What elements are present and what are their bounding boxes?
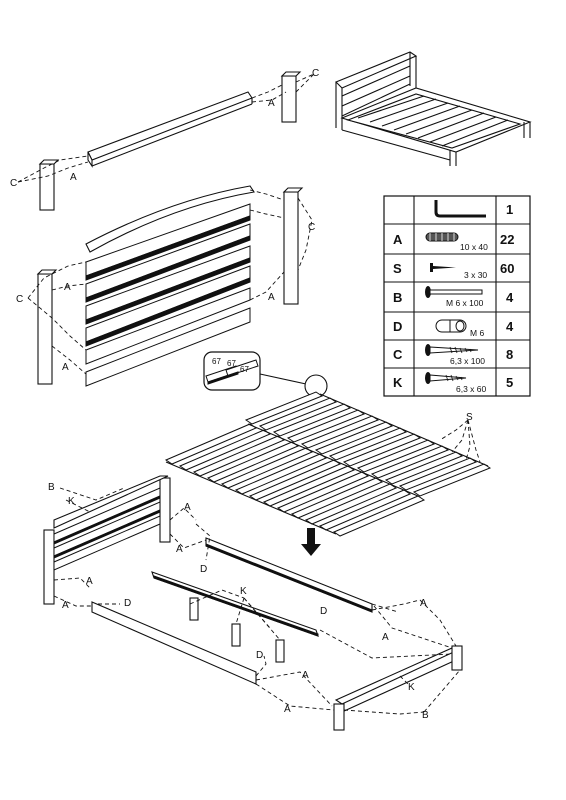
size-long-screw: 6,3 x 100 <box>450 356 485 366</box>
size-bolt: M 6 x 100 <box>446 298 484 308</box>
finished-bed-thumbnail <box>335 51 532 166</box>
frame-foot-post-right <box>451 645 463 671</box>
label-a: A <box>70 172 77 183</box>
medium-screw-icon <box>425 372 467 384</box>
letter-c: C <box>393 347 403 362</box>
frame-foot-post-left <box>333 703 345 731</box>
foot-rail <box>87 91 253 161</box>
step-footboard: C A A C <box>10 68 319 211</box>
spacing-detail-inset: 67 67 67 <box>203 351 328 398</box>
label-k: K <box>408 682 415 693</box>
label-a: A <box>268 292 275 303</box>
letter-b: B <box>393 290 402 305</box>
letter-s: S <box>393 261 402 276</box>
head-top-rail <box>85 185 255 253</box>
slats-right-half <box>244 391 492 497</box>
label-a: A <box>268 98 275 109</box>
small-screw-icon <box>430 263 456 272</box>
label-a: A <box>86 576 93 587</box>
detail-dim-3: 67 <box>240 365 249 374</box>
parts-table: 1 A 10 x 40 22 S 3 x 30 60 B M 6 x 100 4 <box>383 195 531 397</box>
label-a: A <box>64 282 71 293</box>
head-post-left <box>37 273 53 385</box>
qty-bolt: 4 <box>506 290 514 305</box>
qty-dowel: 22 <box>500 232 514 247</box>
thumb-slats <box>357 95 509 147</box>
label-k: K <box>68 496 75 507</box>
slats-left-half <box>164 423 426 537</box>
size-small-screw: 3 x 30 <box>464 270 487 280</box>
frame-support-leg <box>189 597 199 621</box>
label-a: A <box>176 544 183 555</box>
label-b: B <box>422 710 429 721</box>
allen-key-icon <box>434 200 486 218</box>
label-c: C <box>308 222 315 233</box>
frame-head-post-left <box>43 529 55 605</box>
foot-post-left <box>39 163 55 211</box>
qty-small-screw: 60 <box>500 261 514 276</box>
head-slats <box>85 203 251 387</box>
qty-allen-key: 1 <box>506 202 513 217</box>
label-c: C <box>16 294 23 305</box>
slatted-base: S <box>164 391 492 537</box>
label-d: D <box>200 564 207 575</box>
detail-dim-2: 67 <box>227 359 236 368</box>
frame-support-leg <box>231 623 241 647</box>
label-a: A <box>302 670 309 681</box>
label-a: A <box>420 598 427 609</box>
dowel-icon <box>425 232 459 242</box>
label-a: A <box>62 600 69 611</box>
label-a: A <box>62 362 69 373</box>
step-headboard: C A A C A <box>16 185 315 387</box>
barrel-nut-icon <box>435 319 467 333</box>
size-barrel-nut: M 6 <box>470 328 484 338</box>
label-d: D <box>256 650 263 661</box>
long-screw-icon <box>425 344 479 356</box>
qty-barrel-nut: 4 <box>506 319 514 334</box>
label-d: D <box>320 606 327 617</box>
bolt-icon <box>425 286 483 298</box>
frame-head-post-right <box>159 477 171 543</box>
size-medium-screw: 6,3 x 60 <box>456 384 487 394</box>
size-dowel: 10 x 40 <box>460 242 488 252</box>
detail-dim-1: 67 <box>212 357 221 366</box>
label-d: D <box>124 598 131 609</box>
arrow-down-icon <box>301 528 321 556</box>
label-c: C <box>10 178 17 189</box>
frame-side-rail-left <box>91 601 257 685</box>
label-s: S <box>466 412 473 423</box>
letter-k: K <box>393 375 403 390</box>
label-c: C <box>312 68 319 79</box>
qty-long-screw: 8 <box>506 347 513 362</box>
label-k: K <box>240 586 247 597</box>
qty-medium-screw: 5 <box>506 375 513 390</box>
label-a: A <box>382 632 389 643</box>
frame-support-leg <box>275 639 285 663</box>
head-post-right <box>283 191 299 305</box>
letter-a: A <box>393 232 403 247</box>
label-a: A <box>284 704 291 715</box>
foot-post-right <box>281 75 297 123</box>
label-a: A <box>184 502 191 513</box>
label-b: B <box>48 482 55 493</box>
letter-d: D <box>393 319 402 334</box>
step-frame-assembly: B K A A D A A D K D A A D A K A B <box>43 475 463 731</box>
